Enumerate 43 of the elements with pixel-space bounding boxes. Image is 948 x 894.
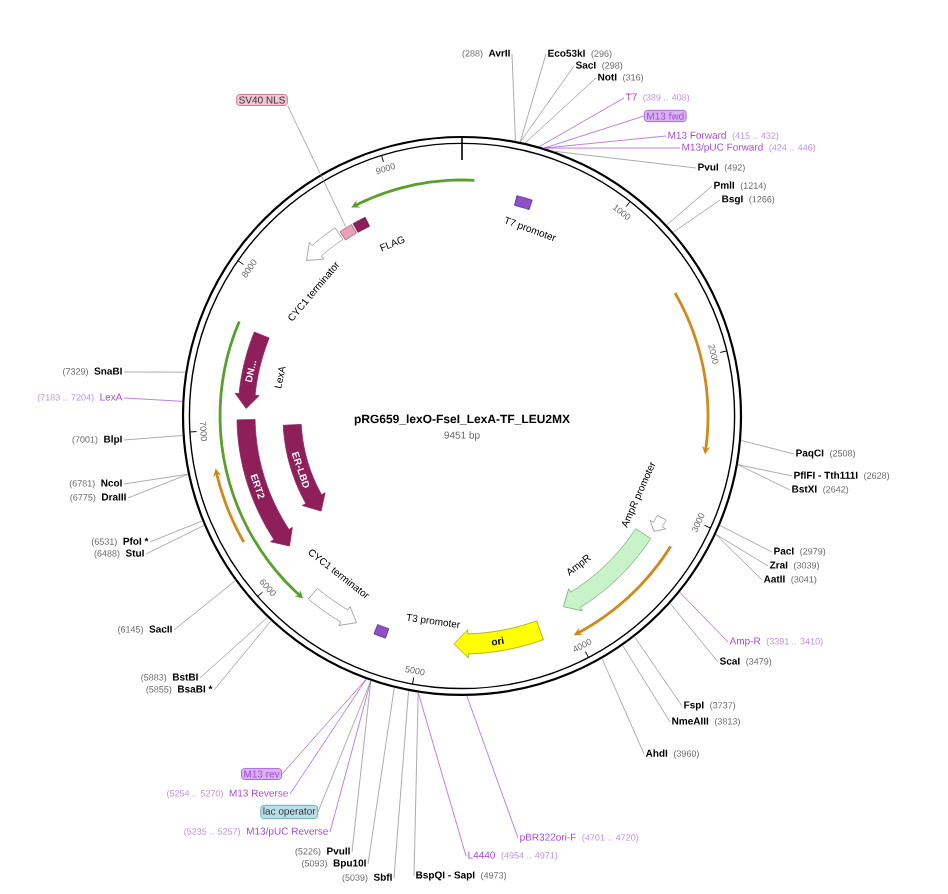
leader-line (199, 617, 268, 679)
leader-line (737, 464, 791, 491)
leader-line (351, 680, 372, 853)
leader-line (417, 692, 467, 857)
leader-line (719, 525, 773, 553)
leader-line (543, 115, 645, 149)
leader-line (715, 534, 769, 567)
leader-line (281, 678, 367, 775)
leader-line (715, 534, 763, 581)
leader-line (367, 687, 395, 865)
leader-line (679, 591, 729, 643)
leader-line (634, 636, 683, 707)
leader-line (145, 525, 205, 555)
leader-line (543, 147, 681, 149)
leader-line (413, 692, 419, 877)
leader-line (622, 645, 671, 723)
feature-box (339, 224, 357, 241)
leader-line (149, 520, 203, 543)
leader-line (123, 397, 183, 402)
leader-line (552, 150, 697, 169)
leader-line (737, 464, 793, 477)
leader-line (127, 473, 189, 499)
leader-line (519, 65, 575, 143)
leader-line (213, 620, 272, 691)
leader-line (123, 473, 189, 485)
leader-line (519, 53, 547, 143)
leader-line (538, 97, 625, 148)
leader-line (317, 680, 372, 813)
leader-line (740, 440, 795, 455)
leader-line (666, 185, 713, 226)
leader-line (289, 678, 367, 795)
leader-line (673, 199, 721, 233)
leader-line (511, 53, 516, 142)
leader-line (173, 580, 236, 631)
leader-line (287, 105, 347, 228)
leader-line (669, 603, 719, 663)
leader-line (329, 680, 372, 833)
leader-line (524, 77, 597, 144)
leader-line (601, 658, 645, 755)
leader-line (466, 695, 519, 839)
leader-line (123, 435, 183, 441)
leader-line (123, 371, 186, 373)
leader-line (393, 690, 409, 879)
